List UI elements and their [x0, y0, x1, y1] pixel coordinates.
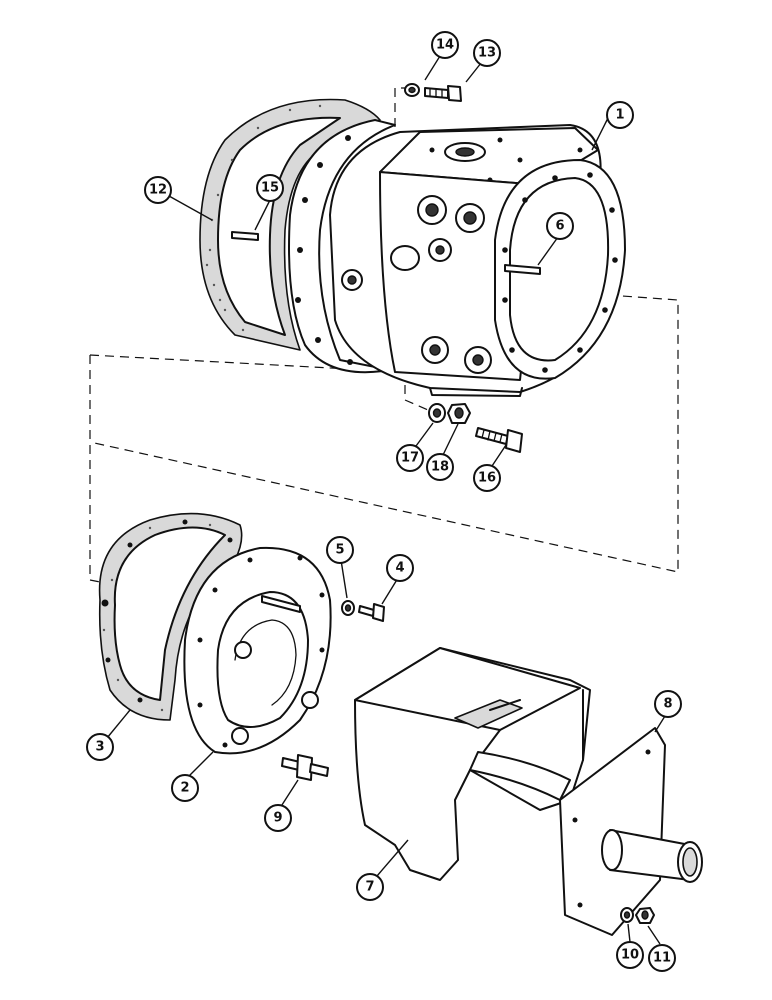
housing-gasket: [199, 98, 381, 351]
top-bolt-and-washer: [404, 83, 462, 102]
svg-text:15: 15: [261, 181, 279, 196]
guard: [354, 647, 591, 881]
svg-text:6: 6: [555, 219, 564, 234]
callout-11: 11: [648, 944, 676, 972]
cover: [183, 546, 332, 755]
svg-text:14: 14: [436, 38, 454, 53]
callout-5: 5: [326, 536, 354, 564]
middle-bolt-nut-washer: [428, 403, 523, 453]
svg-text:13: 13: [478, 46, 496, 61]
svg-text:17: 17: [401, 451, 419, 466]
callout-13: 13: [473, 39, 501, 67]
main-housing: [231, 119, 626, 397]
svg-text:12: 12: [149, 183, 167, 198]
leader-lines: [106, 55, 666, 945]
callout-1: 1: [606, 101, 634, 129]
svg-text:18: 18: [431, 460, 449, 475]
callout-12: 12: [144, 176, 172, 204]
cover-gasket: [98, 512, 243, 721]
svg-text:16: 16: [478, 471, 496, 486]
callout-2: 2: [171, 774, 199, 802]
svg-text:7: 7: [365, 880, 374, 895]
callout-16: 16: [473, 464, 501, 492]
callout-14: 14: [431, 31, 459, 59]
svg-text:4: 4: [395, 561, 404, 576]
svg-text:5: 5: [335, 543, 344, 558]
svg-text:9: 9: [273, 811, 282, 826]
callout-6: 6: [546, 212, 574, 240]
svg-text:11: 11: [653, 951, 671, 966]
svg-text:1: 1: [615, 108, 624, 123]
stud: [281, 754, 329, 781]
washer-10-nut-11: [620, 907, 655, 924]
svg-text:2: 2: [180, 781, 189, 796]
callout-10: 10: [616, 941, 644, 969]
callout-3: 3: [86, 733, 114, 761]
callout-7: 7: [356, 873, 384, 901]
callout-9: 9: [264, 804, 292, 832]
shaft-plate: [559, 727, 703, 936]
svg-text:3: 3: [95, 740, 104, 755]
callouts: 1 2 3 4 5 6 7 8 9 10 11 12 13 14 15 16 1…: [86, 31, 682, 972]
callout-17: 17: [396, 444, 424, 472]
callout-18: 18: [426, 453, 454, 481]
callout-4: 4: [386, 554, 414, 582]
svg-text:10: 10: [621, 948, 639, 963]
bolt-4-washer-5: [341, 600, 385, 622]
callout-8: 8: [654, 690, 682, 718]
svg-text:8: 8: [663, 697, 672, 712]
callout-15: 15: [256, 174, 284, 202]
